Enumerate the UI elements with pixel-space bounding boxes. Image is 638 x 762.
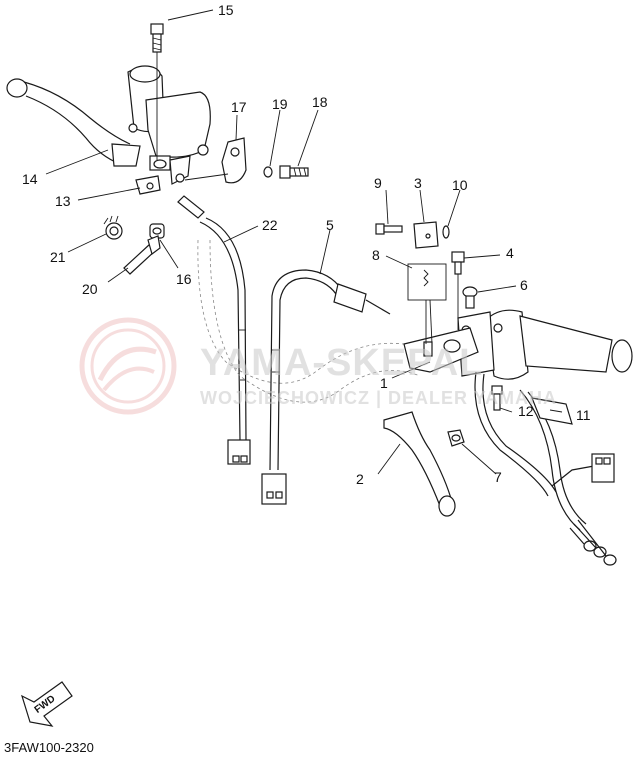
label-part-13: 13: [55, 193, 71, 209]
fwd-arrow-icon: [21, 681, 73, 727]
guide-line-1: [197, 239, 431, 384]
label-part-15: 15: [218, 2, 234, 18]
label-part-11: 11: [576, 407, 591, 423]
label-part-9: 9: [374, 175, 382, 191]
label-part-21: 21: [50, 249, 66, 265]
label-part-3: 3: [414, 175, 422, 191]
lever-bracket: [403, 327, 479, 373]
bolt-4: [451, 251, 465, 330]
washer-10: [442, 225, 450, 239]
label-part-17: 17: [231, 99, 247, 115]
washer-19: [263, 166, 273, 178]
label-part-16: 16: [176, 271, 192, 287]
label-part-22: 22: [262, 217, 278, 233]
cable-22: [177, 195, 251, 465]
label-part-12: 12: [518, 403, 534, 419]
label-part-8: 8: [372, 247, 380, 263]
switch-8-frame: [407, 263, 447, 345]
brake-lever: [383, 411, 456, 517]
label-part-20: 20: [82, 281, 98, 297]
pivot-13: [135, 175, 161, 195]
label-part-5: 5: [326, 217, 334, 233]
label-part-14: 14: [22, 171, 38, 187]
clamp-17: [184, 137, 247, 184]
label-part-2: 2: [356, 471, 364, 487]
label-part-7: 7: [494, 469, 502, 485]
bolt-18: [279, 165, 309, 179]
cable-5: [261, 269, 391, 505]
label-part-10: 10: [452, 177, 468, 193]
screw-6: [462, 286, 478, 309]
label-part-4: 4: [506, 245, 514, 261]
label-part-18: 18: [312, 94, 328, 110]
tag-11: [531, 397, 573, 425]
nut-7: [447, 429, 465, 447]
watermark-logo: [79, 317, 177, 415]
label-part-1: 1: [380, 375, 388, 391]
watermark-line2: WOJCIECHOWICZ | DEALER YAMAHA: [200, 388, 558, 408]
watermark-line1: YAMA-SKEPAL: [200, 342, 484, 384]
nut-21: [103, 215, 123, 240]
wire-harness: [474, 371, 617, 566]
screw-9: [375, 223, 403, 235]
screw-12: [491, 385, 503, 411]
clutch-lever: [6, 78, 141, 167]
switch-housing: [457, 309, 633, 380]
switch-block-3: [413, 221, 439, 249]
diagram-code: 3FAW100-2320: [4, 740, 94, 755]
bolt-20: [123, 235, 161, 275]
label-part-19: 19: [272, 96, 288, 112]
label-part-6: 6: [520, 277, 528, 293]
guide-line-2: [209, 239, 421, 403]
lever-holder: [127, 65, 211, 185]
leader-lines: [45, 9, 563, 475]
bolt-15: [150, 23, 164, 160]
